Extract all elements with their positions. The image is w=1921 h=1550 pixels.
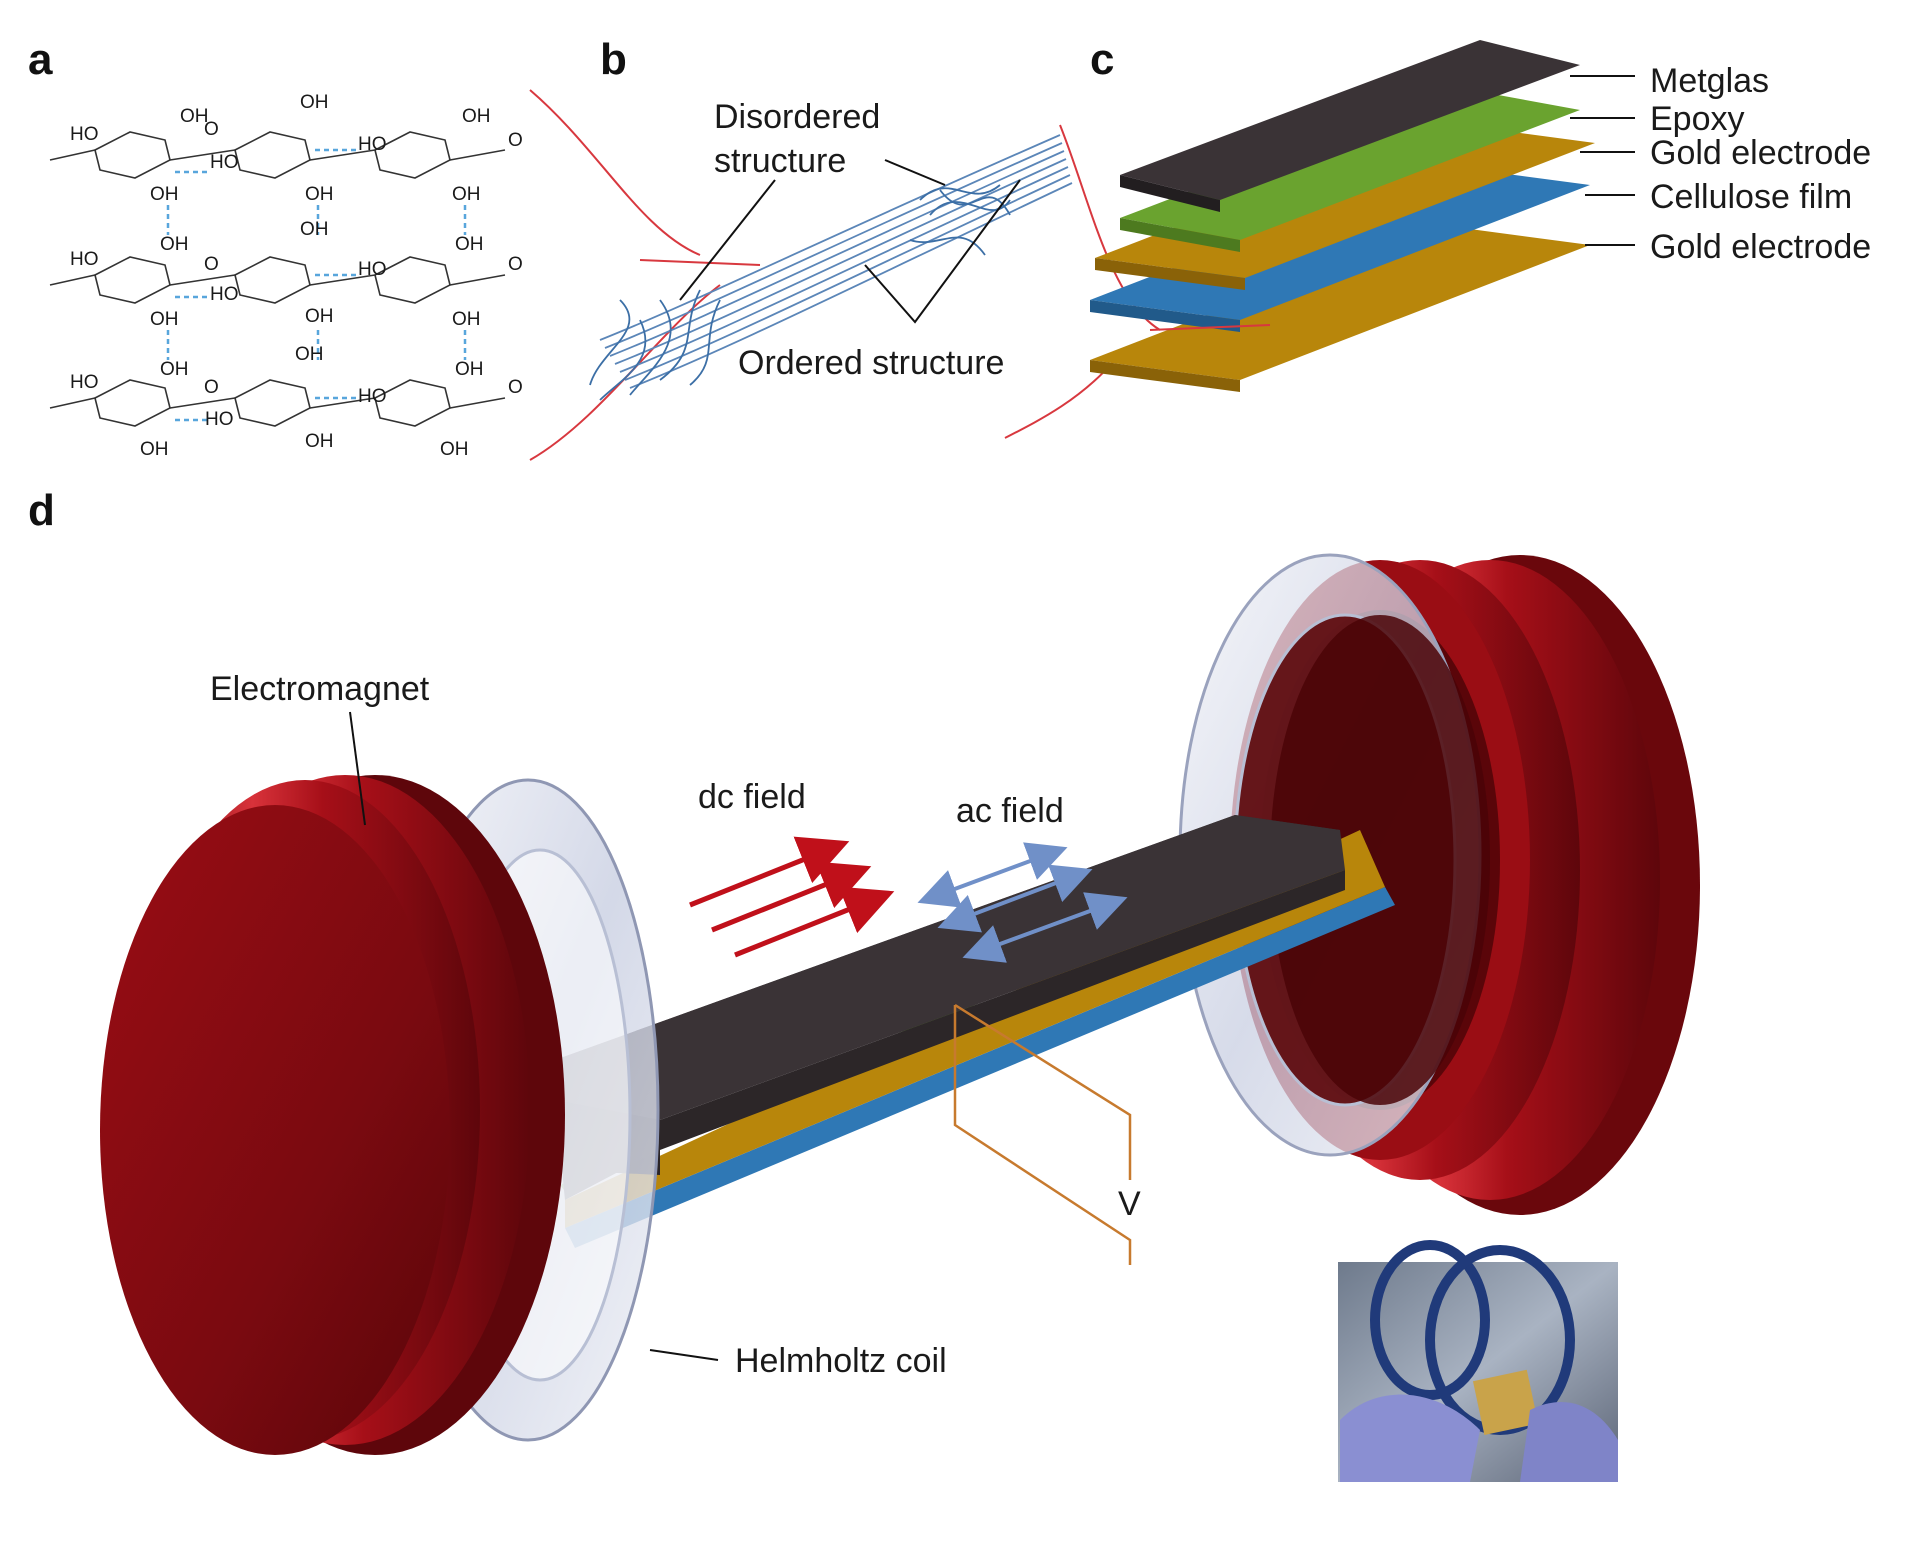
chain-row-2 [49, 256, 506, 304]
svg-text:OH: OH [160, 359, 189, 380]
svg-text:OH: OH [160, 234, 189, 255]
disordered-leader-right [884, 159, 946, 186]
layer-epoxy [1120, 88, 1580, 252]
svg-text:O: O [204, 377, 219, 398]
svg-text:OH: OH [300, 92, 329, 113]
disordered-leader-left [679, 179, 776, 301]
beam-top-face [555, 815, 1345, 1120]
svg-text:OH: OH [150, 184, 179, 205]
svg-text:OH: OH [440, 439, 469, 460]
svg-text:OH: OH [452, 309, 481, 330]
svg-text:O: O [508, 254, 523, 275]
svg-text:OH: OH [462, 106, 491, 127]
panel-a-letter: a [28, 35, 53, 84]
zoom-guide-b-highlight [639, 259, 761, 266]
panel-c: c Metglas Epoxy Gold electro [1090, 35, 1871, 392]
hydrogen-bonds [166, 148, 467, 422]
svg-text:HO: HO [358, 134, 387, 155]
gold-electrode-top-label: Gold electrode [1650, 134, 1871, 172]
svg-text:O: O [204, 254, 219, 275]
svg-text:OH: OH [295, 344, 324, 365]
beam-front-face [555, 870, 1345, 1200]
panel-a: a [28, 35, 721, 461]
panel-d: d V [28, 486, 1700, 1482]
svg-text:OH: OH [455, 234, 484, 255]
atom-labels: OH OH OH HO HO HO O O OH OH OH OH OH OH … [70, 92, 523, 460]
svg-text:HO: HO [70, 372, 99, 393]
svg-text:HO: HO [70, 249, 99, 270]
svg-text:OH: OH [455, 359, 484, 380]
panel-d-letter: d [28, 486, 55, 535]
zoom-guide-c-highlight [1149, 324, 1271, 331]
helmholtz-coil-label: Helmholtz coil [735, 1342, 947, 1380]
chain-row-3 [49, 379, 506, 427]
svg-text:OH: OH [140, 439, 169, 460]
chain-row-1 [49, 131, 506, 179]
metglas-label: Metglas [1650, 62, 1769, 100]
svg-text:OH: OH [452, 184, 481, 205]
panel-b-letter: b [600, 35, 627, 84]
ordered-label: Ordered structure [738, 344, 1004, 382]
disordered-label-line2: structure [714, 142, 846, 180]
disordered-label-line1: Disordered [714, 98, 880, 136]
svg-text:O: O [204, 119, 219, 140]
layer-metglas [1120, 40, 1580, 212]
electromagnet-leader [349, 711, 366, 826]
zoom-guide-a-b [529, 89, 721, 461]
cellulose-chain-structure: OH OH OH HO HO HO O O OH OH OH OH OH OH … [49, 92, 523, 460]
ac-field-arrows [917, 842, 1128, 963]
svg-text:OH: OH [305, 184, 334, 205]
panel-c-letter: c [1090, 35, 1114, 84]
electromagnet-label: Electromagnet [210, 670, 430, 708]
svg-text:OH: OH [180, 106, 209, 127]
svg-text:O: O [508, 377, 523, 398]
svg-text:OH: OH [300, 219, 329, 240]
gold-electrode-bottom-label: Gold electrode [1650, 228, 1871, 266]
svg-text:HO: HO [358, 386, 387, 407]
helmholtz-leader [649, 1349, 719, 1361]
svg-text:HO: HO [70, 124, 99, 145]
electromagnet-left [100, 775, 565, 1455]
ordered-leader [864, 179, 1021, 324]
cellulose-film-label: Cellulose film [1650, 178, 1852, 216]
ac-field-label: ac field [956, 792, 1064, 830]
layer-gold-bottom [1090, 225, 1590, 392]
dc-field-arrows [689, 836, 895, 958]
svg-text:OH: OH [150, 309, 179, 330]
voltage-circuit [953, 1003, 1132, 1265]
svg-text:O: O [508, 130, 523, 151]
voltage-label: V [1118, 1185, 1141, 1223]
svg-text:OH: OH [305, 431, 334, 452]
epoxy-label: Epoxy [1650, 100, 1745, 138]
dc-field-label: dc field [698, 778, 806, 816]
svg-text:HO: HO [210, 152, 239, 173]
svg-text:HO: HO [205, 409, 234, 430]
beam-cellulose-layer [565, 887, 1395, 1248]
svg-text:HO: HO [358, 259, 387, 280]
svg-text:HO: HO [210, 284, 239, 305]
svg-text:OH: OH [305, 306, 334, 327]
inset-photo [1338, 1240, 1618, 1482]
panel-b: b Disordered structure Ordered s [589, 35, 1161, 439]
